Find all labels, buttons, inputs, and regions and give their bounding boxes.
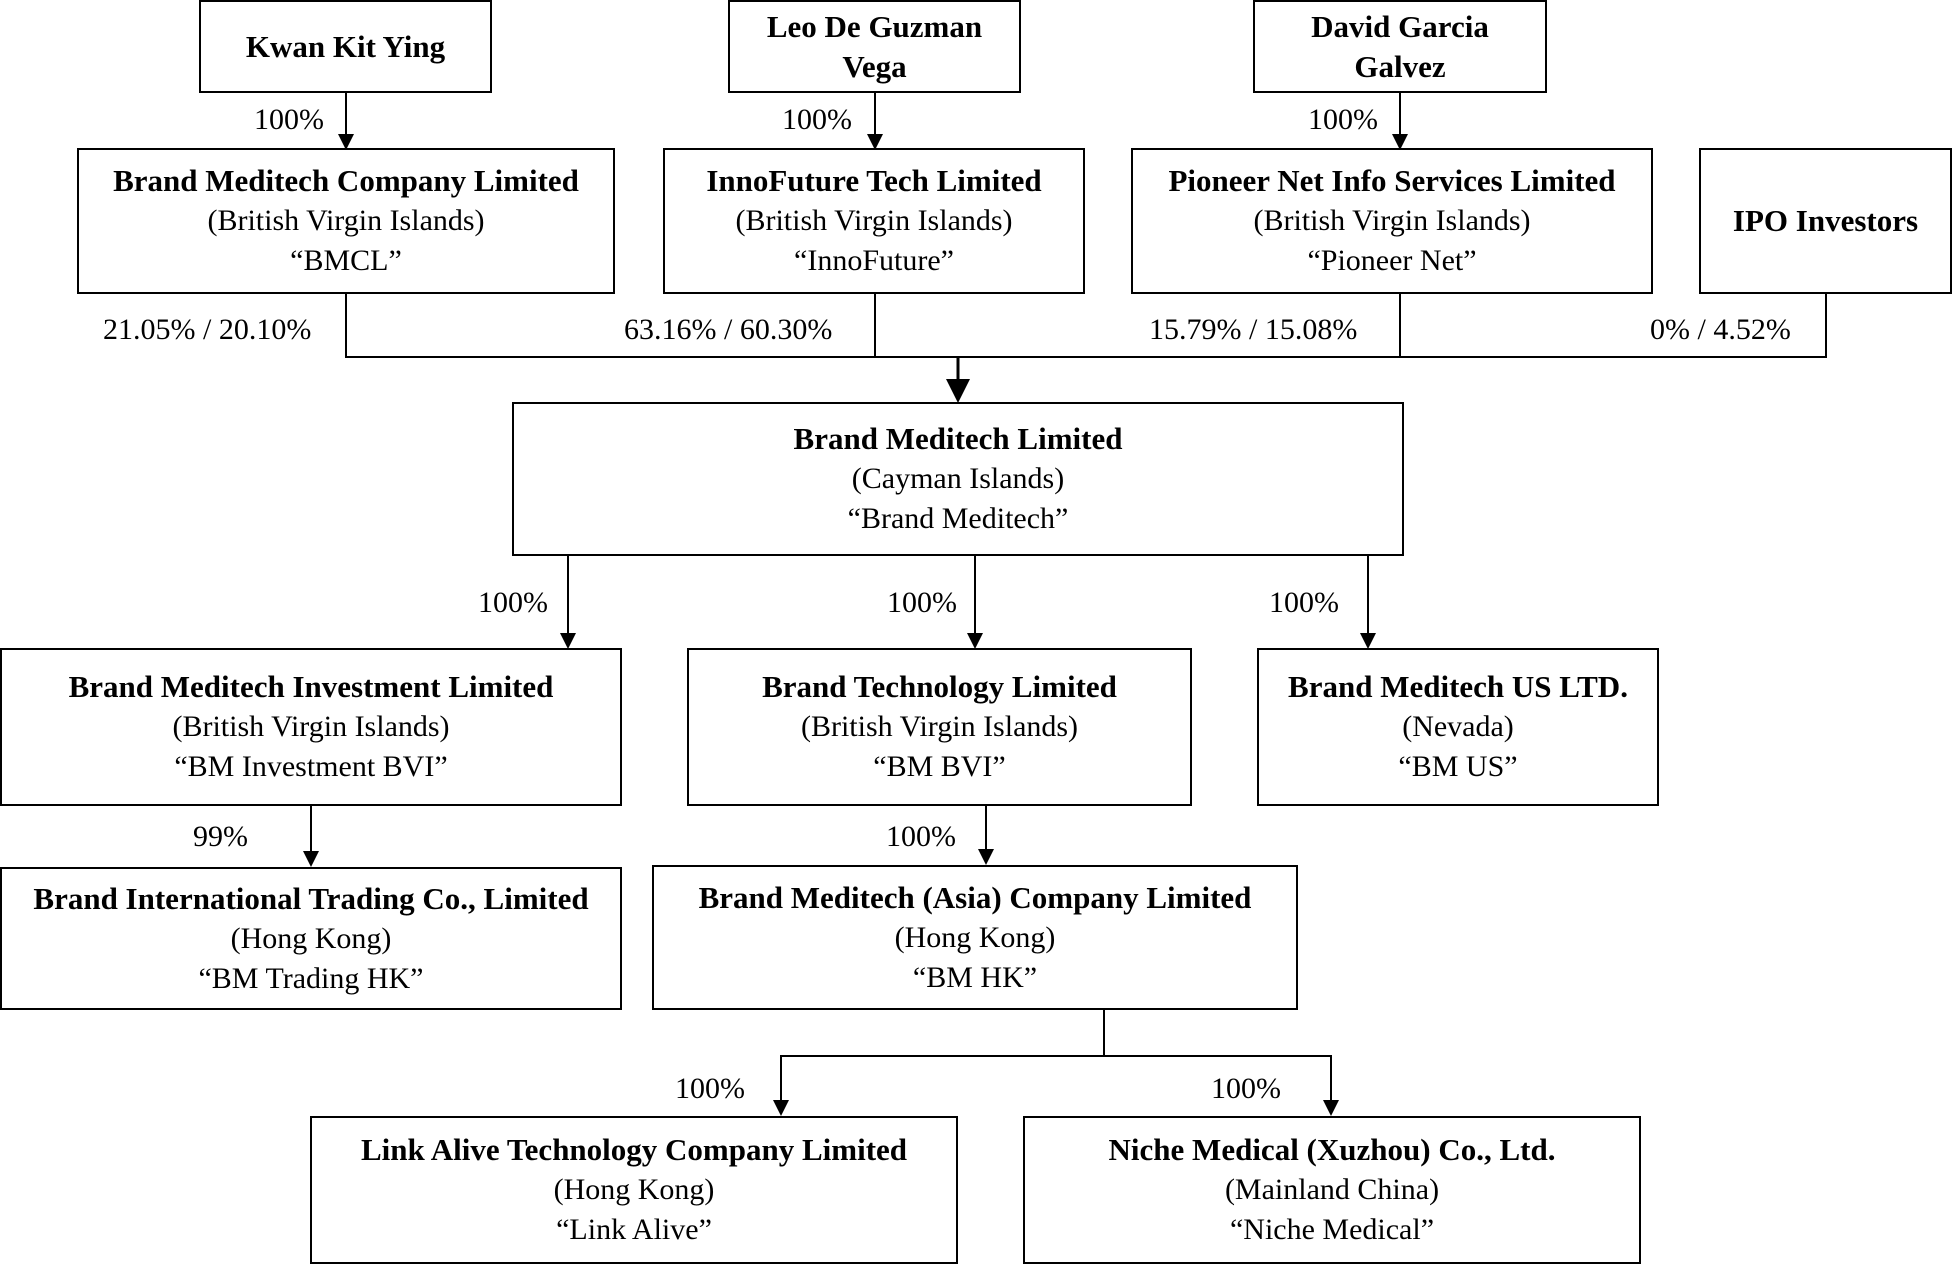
pct-leo-innofuture: 100% <box>782 103 852 136</box>
entity-name: Brand Meditech Limited <box>793 421 1123 456</box>
entity-alias: “BM US” <box>1398 750 1518 783</box>
entity-link-alive: Link Alive Technology Company Limited (H… <box>310 1116 958 1264</box>
entity-alias: “BM BVI” <box>873 750 1006 783</box>
pct-pioneer-parent: 15.79% / 15.08% <box>1149 313 1358 346</box>
pct-kwan-bmcl: 100% <box>254 103 324 136</box>
entity-innofuture: InnoFuture Tech Limited (British Virgin … <box>663 148 1085 294</box>
entity-alias: “BM Investment BVI” <box>174 750 448 783</box>
entity-name: Brand Technology Limited <box>762 669 1117 704</box>
entity-ipo-investors: IPO Investors <box>1699 148 1952 294</box>
entity-name: Brand Meditech Investment Limited <box>68 669 554 704</box>
entity-alias: “Link Alive” <box>556 1213 712 1246</box>
pct-parent-investment: 100% <box>478 586 548 619</box>
entity-name: Link Alive Technology Company Limited <box>360 1132 908 1167</box>
entity-jurisdiction: (British Virgin Islands) <box>800 710 1079 743</box>
entity-jurisdiction: (Hong Kong) <box>230 921 392 955</box>
entity-alias: “Pioneer Net” <box>1307 244 1477 277</box>
entity-bm-bvi: Brand Technology Limited (British Virgin… <box>687 648 1192 806</box>
shareholder-david-garcia-galvez: David Garcia Galvez <box>1253 0 1547 93</box>
entity-name: Brand International Trading Co., Limited <box>33 880 589 916</box>
shareholder-name-line2: Vega <box>842 48 907 84</box>
entity-jurisdiction: (Mainland China) <box>1224 1173 1440 1206</box>
entity-name: InnoFuture Tech Limited <box>706 163 1042 198</box>
pct-hk-link-alive: 100% <box>675 1072 745 1105</box>
entity-jurisdiction: (British Virgin Islands) <box>207 204 485 237</box>
entity-name: Brand Meditech US LTD. <box>1288 669 1628 704</box>
entity-name: Niche Medical (Xuzhou) Co., Ltd. <box>1108 1132 1556 1167</box>
entity-bm-us: Brand Meditech US LTD. (Nevada) “BM US” <box>1257 648 1659 806</box>
shareholder-name-line1: David Garcia <box>1311 8 1489 44</box>
pct-parent-tech: 100% <box>887 586 957 619</box>
pct-innofuture-parent: 63.16% / 60.30% <box>624 313 833 346</box>
entity-jurisdiction: (British Virgin Islands) <box>1253 204 1531 237</box>
entity-jurisdiction: (Hong Kong) <box>553 1173 715 1206</box>
entity-niche-medical: Niche Medical (Xuzhou) Co., Ltd. (Mainla… <box>1023 1116 1641 1264</box>
pct-bmcl-parent: 21.05% / 20.10% <box>103 313 312 346</box>
entity-alias: “InnoFuture” <box>794 244 954 277</box>
pct-tech-hk: 100% <box>886 820 956 853</box>
entity-alias: “BM HK” <box>912 960 1038 994</box>
entity-jurisdiction: (British Virgin Islands) <box>735 204 1013 237</box>
shareholder-kwan-kit-ying: Kwan Kit Ying <box>199 0 492 93</box>
pct-hk-niche: 100% <box>1211 1072 1281 1105</box>
pct-investment-trading: 99% <box>193 820 248 853</box>
shareholder-name-line1: Leo De Guzman <box>766 8 983 44</box>
shareholder-name-line2: Galvez <box>1354 48 1446 84</box>
entity-bm-hk: Brand Meditech (Asia) Company Limited (H… <box>652 865 1298 1010</box>
entity-alias: “Brand Meditech” <box>847 502 1069 535</box>
entity-jurisdiction: (Cayman Islands) <box>851 462 1065 495</box>
entity-jurisdiction: (Nevada) <box>1402 710 1514 743</box>
entity-jurisdiction: (Hong Kong) <box>894 920 1056 954</box>
entity-bm-trading-hk: Brand International Trading Co., Limited… <box>0 867 622 1010</box>
pct-ipo-parent: 0% / 4.52% <box>1650 313 1791 346</box>
entity-name: IPO Investors <box>1732 203 1919 238</box>
entity-alias: “BM Trading HK” <box>198 961 424 995</box>
entity-brand-meditech-parent: Brand Meditech Limited (Cayman Islands) … <box>512 402 1404 556</box>
pct-parent-us: 100% <box>1269 586 1339 619</box>
pct-david-pioneer: 100% <box>1308 103 1378 136</box>
entity-alias: “BMCL” <box>290 244 402 277</box>
entity-bm-investment-bvi: Brand Meditech Investment Limited (Briti… <box>0 648 622 806</box>
entity-alias: “Niche Medical” <box>1229 1213 1435 1246</box>
entity-jurisdiction: (British Virgin Islands) <box>172 710 450 743</box>
entity-name: Brand Meditech (Asia) Company Limited <box>698 879 1252 915</box>
shareholder-name: Kwan Kit Ying <box>245 28 446 64</box>
entity-bmcl: Brand Meditech Company Limited (British … <box>77 148 615 294</box>
shareholder-leo-de-guzman-vega: Leo De Guzman Vega <box>728 0 1021 93</box>
entity-name: Brand Meditech Company Limited <box>113 163 579 198</box>
entity-name: Pioneer Net Info Services Limited <box>1168 163 1616 198</box>
entity-pioneer-net: Pioneer Net Info Services Limited (Briti… <box>1131 148 1653 294</box>
